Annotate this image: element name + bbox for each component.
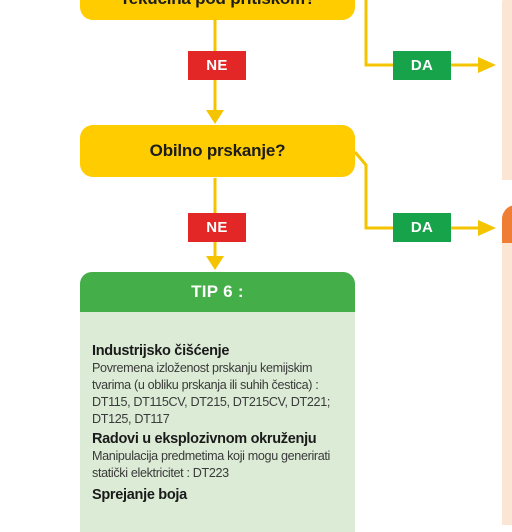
result-header: TIP 6 : xyxy=(80,272,355,312)
section-title-industrial-cleaning: Industrijsko čišćenje xyxy=(92,343,230,359)
answer-no-top: NE xyxy=(188,51,246,80)
result-panel-middle-right xyxy=(502,205,512,525)
result-type-6: TIP 6 : Industrijsko čišćenje Povremena … xyxy=(80,272,355,532)
section-text-industrial-cleaning: Povremena izloženost prskanju kemijskim … xyxy=(92,361,330,426)
decision-pressurized-liquid: Tekućina pod pritiskom? xyxy=(80,0,355,20)
result-body: Industrijsko čišćenje Povremena izloženo… xyxy=(80,312,355,504)
section-title-explosive-environment: Radovi u eksplozivnom okruženju xyxy=(92,431,317,447)
result-panel-top-right xyxy=(502,0,512,180)
result-panel-header-orange xyxy=(502,205,512,243)
answer-yes-top: DA xyxy=(393,51,451,80)
answer-yes-middle: DA xyxy=(393,213,451,242)
section-text-explosive-environment: Manipulacija predmetima koji mogu generi… xyxy=(92,449,330,480)
decision-heavy-spray: Obilno prskanje? xyxy=(80,125,355,177)
answer-no-middle: NE xyxy=(188,213,246,242)
section-title-paint-spraying: Sprejanje boja xyxy=(92,487,187,503)
